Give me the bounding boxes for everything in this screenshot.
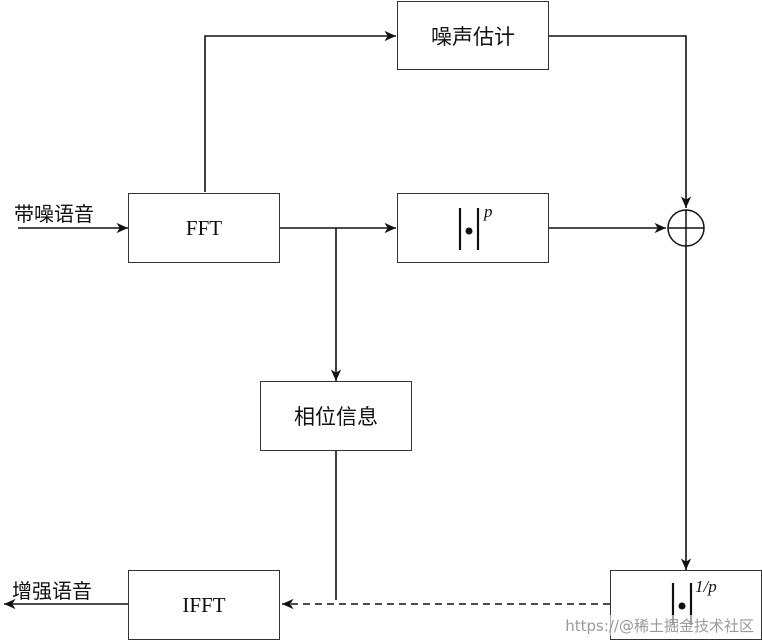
power-exponent: p <box>484 202 493 221</box>
summing-junction <box>667 209 705 247</box>
noise-estimate-block: 噪声估计 <box>397 1 549 70</box>
noise-to-sum <box>548 35 692 208</box>
watermark: https://@稀土掘金技术社区 <box>565 615 754 636</box>
ifft-label: IFFT <box>182 592 226 617</box>
phase-info-block: 相位信息 <box>260 381 412 451</box>
inverse-power-exponent: 1/p <box>695 577 717 596</box>
input-label: 带噪语音 <box>14 202 94 226</box>
noise-estimate-label: 噪声估计 <box>431 24 515 49</box>
phase-info-label: 相位信息 <box>294 405 378 429</box>
fft-label: FFT <box>185 215 223 240</box>
fft-block: FFT <box>128 193 280 263</box>
abs-power-symbol <box>458 208 480 250</box>
output-label: 增强语音 <box>12 579 92 603</box>
ifft-block: IFFT <box>128 570 280 640</box>
power-block: p <box>397 193 549 263</box>
fft-to-noise-estimate <box>204 30 396 192</box>
